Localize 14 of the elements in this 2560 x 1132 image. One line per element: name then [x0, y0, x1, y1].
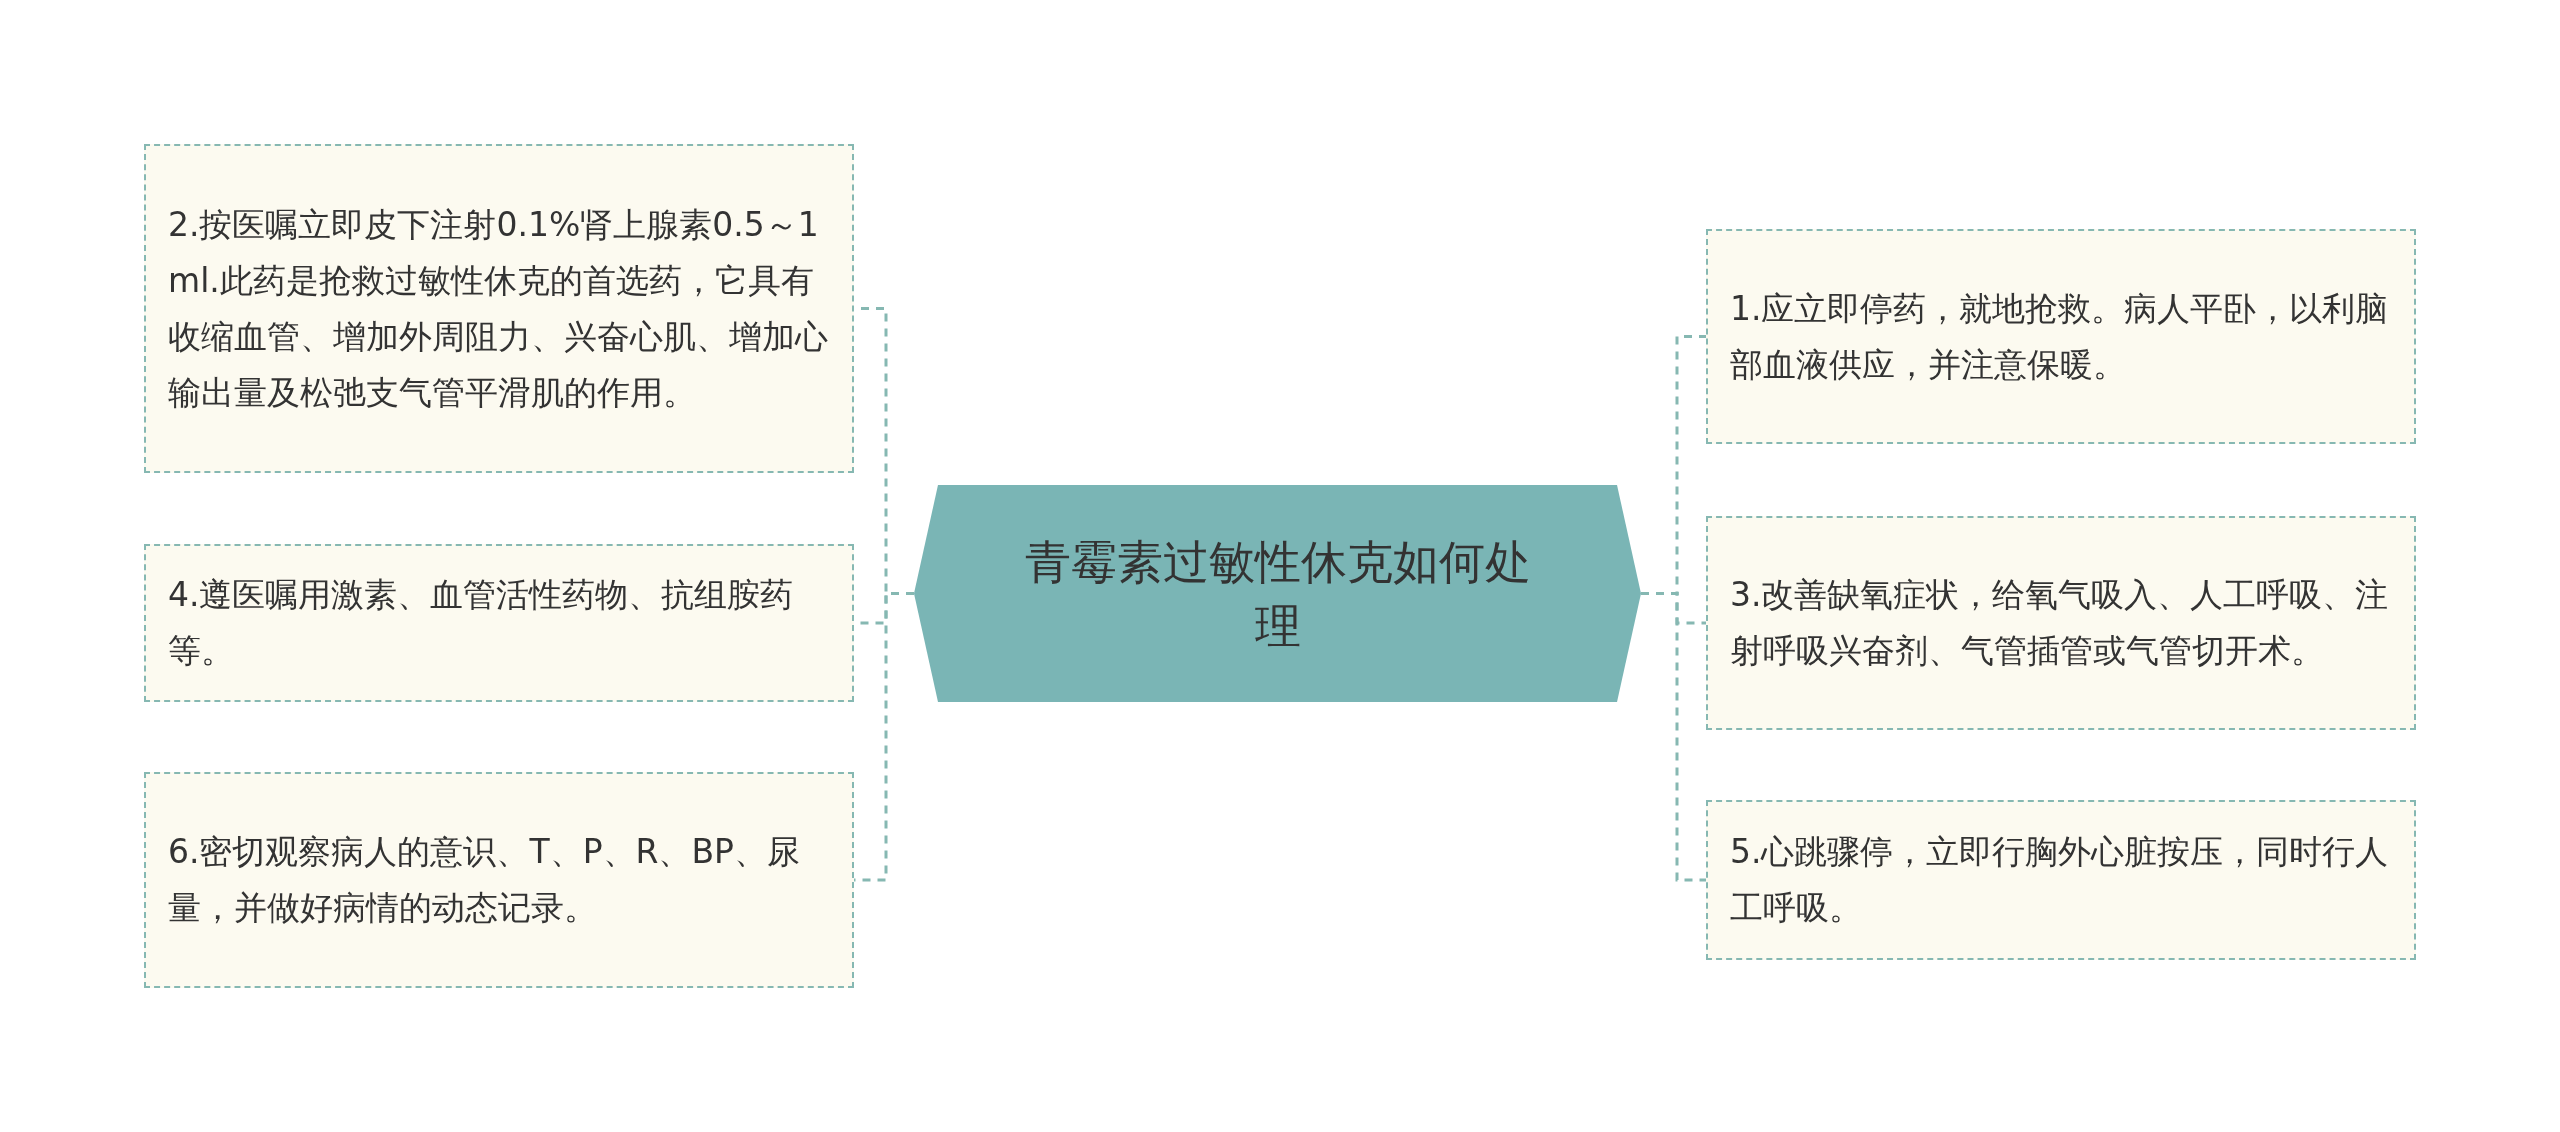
card-text: 6.密切观察病人的意识、T、P、R、BP、尿量，并做好病情的动态记录。 — [168, 831, 801, 929]
card-text: 4.遵医嘱用激素、血管活性药物、抗组胺药等。 — [168, 574, 795, 672]
topic-text: 青霉素过敏性休克如何处理 — [1023, 533, 1532, 655]
text-card — [1706, 516, 2416, 730]
text-card — [144, 544, 854, 702]
text-card — [1706, 229, 2416, 444]
card-text: 5.心跳骤停，立即行胸外心脏按压，同时行人工呼吸。 — [1730, 831, 2390, 929]
card-text: 1.应立即停药，就地抢救。病人平卧，以利脑部血液供应，并注意保暖。 — [1730, 287, 2390, 386]
text-card — [144, 144, 854, 473]
text-card — [1706, 800, 2416, 960]
card-text: 2.按医嘱立即皮下注射0.1%肾上腺素0.5～1ml.此药是抢救过敏性休克的首选药，它具有收缩血管、增加外周阻力、兴奋心肌、增加心输出量及松弛支气管平滑肌的作用。 — [168, 203, 829, 414]
text-card — [144, 772, 854, 988]
card-text: 3.改善缺氧症状，给氧气吸入、人工呼吸、注射呼吸兴奋剂、气管插管或气管切开术。 — [1730, 574, 2390, 672]
connector-line — [1641, 592, 1706, 882]
